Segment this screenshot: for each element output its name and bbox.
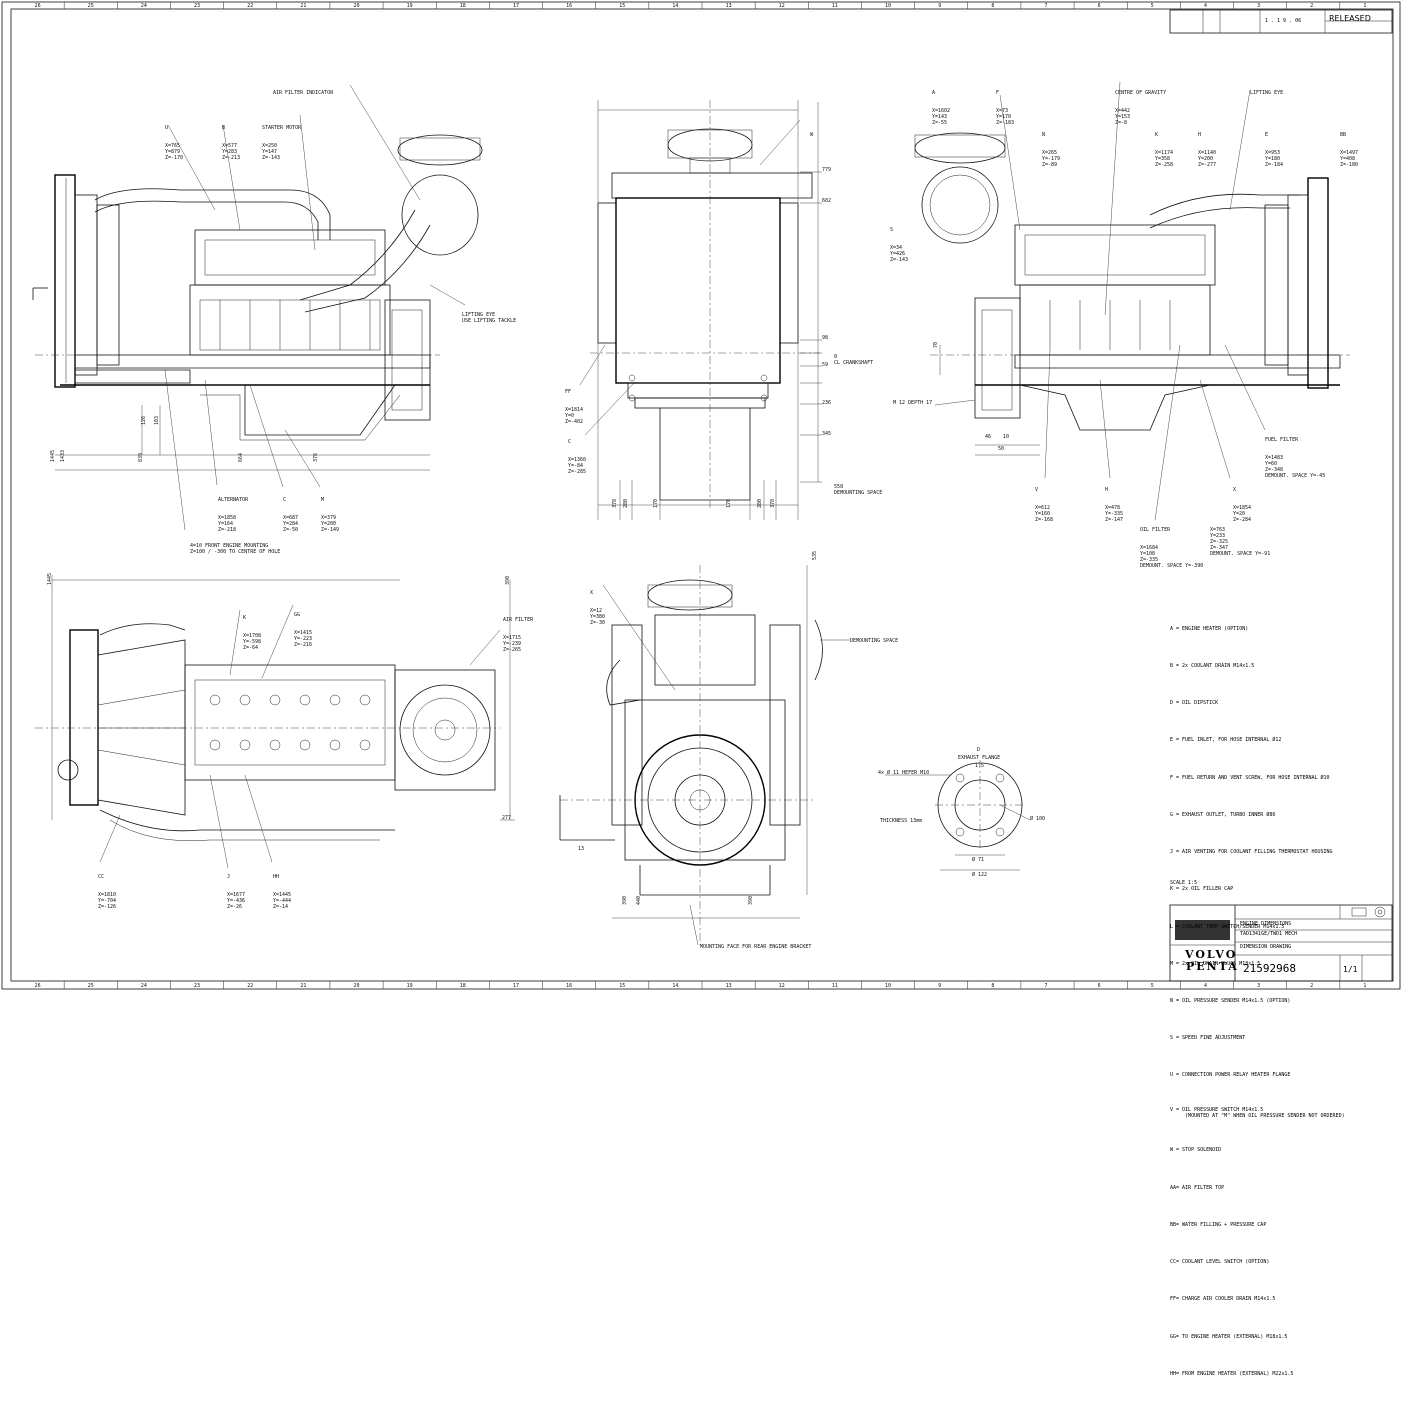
view-exhaust-flange: [885, 760, 1031, 871]
legend-item: HH= FROM ENGINE HEATER (EXTERNAL) M22x1.…: [1170, 1370, 1294, 1377]
view-front: [579, 100, 822, 520]
legend-item: FF= CHARGE AIR COOLER DRAIN M14x1.5: [1170, 1296, 1276, 1303]
view-top: [35, 575, 515, 869]
legend-item: N = OIL PRESSURE SENDER M14x1.5 (OPTION): [1170, 998, 1291, 1004]
legend-item: AA= AIR FILTER TOP: [1170, 1184, 1225, 1191]
legend-item: BB= WATER FILLING + PRESSURE CAP: [1170, 1221, 1267, 1228]
engine-dimension-drawing: [1, 1, 1401, 990]
company-logo-block: [1175, 920, 1230, 940]
title-block-bottom: [1169, 904, 1393, 982]
border-zone-markers: [63, 2, 1341, 989]
sheet-outer-border: [1, 1, 1401, 990]
legend-item: S = SPEED FINE ADJUSTMENT: [1170, 1035, 1246, 1042]
legend-item: W = STOP SOLENOID: [1170, 1147, 1222, 1154]
title-block-top: [1169, 9, 1393, 34]
projection-symbol: [1351, 907, 1367, 917]
sheet-inner-border: [10, 8, 1394, 982]
view-side-right: [914, 81, 1350, 521]
view-side-left: [32, 84, 483, 531]
legend-item: U = CONNECTION POWER RELAY HEATER FLANGE: [1170, 1072, 1291, 1079]
legend-item: GG= TO ENGINE HEATER (EXTERNAL) M18x1.5: [1170, 1333, 1288, 1340]
legend-item: CC= COOLANT LEVEL SWITCH (OPTION): [1170, 1259, 1270, 1266]
view-rear: [559, 565, 850, 946]
legend-item: V = OIL PRESSURE SWITCH M14x1.5 (MOUNTED…: [1170, 1106, 1345, 1120]
